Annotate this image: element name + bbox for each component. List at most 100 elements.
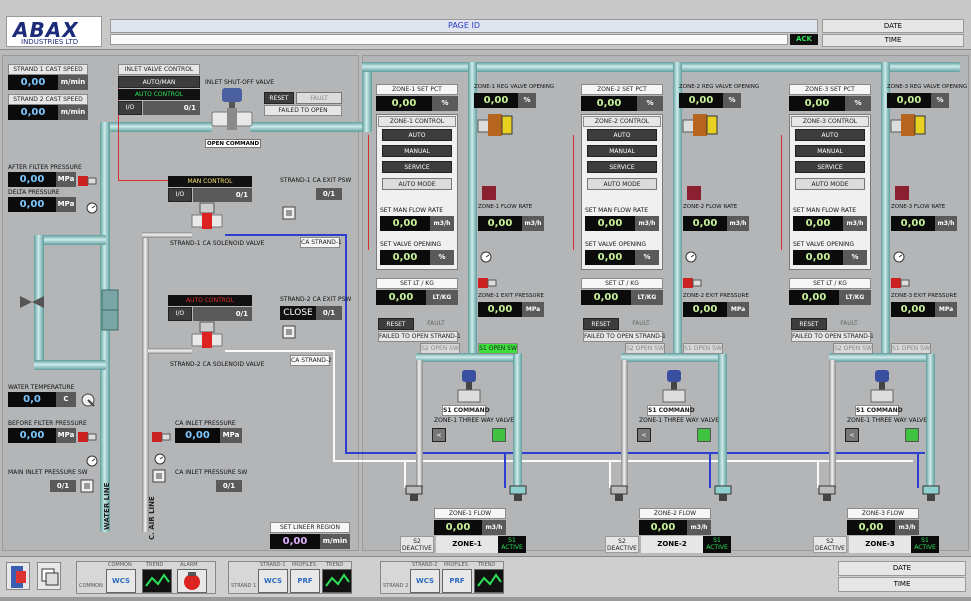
zone-reset-button[interactable]: RESET — [583, 318, 619, 330]
before-filter-value: 0,00 — [8, 428, 56, 443]
common-group-label: COMMON — [79, 583, 103, 589]
zone-reg-valve-value: 0,00 — [887, 93, 931, 108]
zone-lt-value[interactable]: 0,00 — [376, 290, 426, 305]
zone-three-way-right-button[interactable] — [697, 428, 711, 442]
zone-manual-button[interactable]: MANUAL — [382, 145, 452, 157]
zone-flow-label: ZONE-3 FLOW — [847, 508, 919, 519]
zone-set-pct-value[interactable]: 0,00 — [581, 96, 637, 111]
zone-fault-indicator: FAULT — [632, 320, 650, 327]
reg-valve-icon[interactable] — [682, 110, 719, 140]
zone-auto-button[interactable]: AUTO — [587, 129, 657, 141]
zone-flow-rate-value: 0,00 — [478, 216, 522, 231]
inlet-valve-ctrl-label: INLET VALVE CONTROL — [118, 64, 200, 75]
strand2-trend-button[interactable] — [474, 569, 504, 593]
zone-manual-button[interactable]: MANUAL — [587, 145, 657, 157]
active-label: ACTIVE — [501, 544, 523, 551]
s1-ca-exit-label: STRAND-1 CA EXIT PSW — [280, 177, 352, 184]
strand1-trend-button[interactable] — [322, 569, 352, 593]
zone-set-man-flow-label: SET MAN FLOW RATE — [793, 207, 857, 214]
reg-valve-icon[interactable] — [477, 110, 514, 140]
zone-service-button[interactable]: SERVICE — [587, 161, 657, 173]
inlet-io-button[interactable]: I/O — [118, 101, 142, 115]
zone-set-lt-label: SET LT / KG — [581, 278, 663, 289]
zone-lt-value[interactable]: 0,00 — [581, 290, 631, 305]
zone-exit-pressure-label: ZONE-2 EXIT PRESSURE — [683, 293, 749, 299]
strand1-prf-button[interactable]: PRF — [290, 569, 320, 593]
s1-solenoid-valve-icon[interactable] — [191, 202, 223, 231]
pressure-transmitter-icon — [891, 274, 910, 292]
three-way-valve-icon[interactable] — [659, 370, 689, 404]
zone-man-flow-unit: m3/h — [635, 216, 659, 231]
open-command-button[interactable]: OPEN COMMAND — [205, 139, 261, 148]
reg-valve-icon[interactable] — [890, 110, 927, 140]
ca-strand2-vert — [333, 350, 335, 462]
zone-man-flow-value[interactable]: 0,00 — [380, 216, 430, 231]
zone-flow-rate-label: ZONE-3 FLOW RATE — [891, 204, 946, 210]
strand1-wcs-button[interactable]: WCS — [258, 569, 288, 593]
zone-man-flow-value[interactable]: 0,00 — [585, 216, 635, 231]
zone-auto-button[interactable]: AUTO — [795, 129, 865, 141]
auto-man-button[interactable]: AUTO/MAN — [118, 76, 200, 88]
three-way-valve-icon[interactable] — [454, 370, 484, 404]
zone-auto-button[interactable]: AUTO — [382, 129, 452, 141]
zone-exit-pressure-value: 0,00 — [478, 302, 522, 317]
zone-supply-pipe — [468, 62, 477, 362]
zone-manual-button[interactable]: MANUAL — [795, 145, 865, 157]
inlet-reset-button[interactable]: RESET — [264, 92, 294, 104]
strand2-wcs-button[interactable]: WCS — [410, 569, 440, 593]
three-way-valve-icon[interactable] — [867, 370, 897, 404]
alarm-button[interactable] — [177, 569, 207, 593]
zone-service-button[interactable]: SERVICE — [795, 161, 865, 173]
inlet-shutoff-valve-icon[interactable] — [211, 88, 253, 134]
zone-man-flow-value[interactable]: 0,00 — [793, 216, 843, 231]
lineer-value[interactable]: 0,00 — [270, 534, 320, 549]
zone-set-lt-label: SET LT / KG — [376, 278, 458, 289]
zone-three-way-right-button[interactable] — [905, 428, 919, 442]
zone-set-pct-value[interactable]: 0,00 — [789, 96, 845, 111]
zone-reset-button[interactable]: RESET — [378, 318, 414, 330]
deactive-label: DEACTIVE — [402, 545, 432, 552]
gauge-icon — [86, 199, 98, 214]
zone-flow-value: 0,00 — [639, 520, 687, 535]
zone-set-valve-value[interactable]: 0,00 — [585, 250, 635, 265]
exit-icon[interactable] — [6, 562, 30, 590]
s2-close-status: CLOSE — [280, 306, 316, 320]
screen-switch-icon[interactable] — [37, 562, 61, 590]
strand2-prf-button[interactable]: PRF — [442, 569, 472, 593]
zone-service-button[interactable]: SERVICE — [382, 161, 452, 173]
zone-set-pct-label: ZONE-3 SET PCT — [789, 84, 871, 95]
zone-set-valve-value[interactable]: 0,00 — [380, 250, 430, 265]
zone-three-way-label: ZONE-1 THREE WAY VALVE — [639, 417, 720, 424]
zone-three-way-left-button[interactable]: < — [432, 428, 446, 442]
zone-three-way-left-button[interactable]: < — [637, 428, 651, 442]
footer-time: TIME — [838, 577, 966, 592]
s1-io-button[interactable]: I/O — [168, 188, 192, 202]
water-temp-label: WATER TEMPERATURE — [8, 384, 75, 391]
zone-reset-button[interactable]: RESET — [791, 318, 827, 330]
common-wcs-button[interactable]: WCS — [106, 569, 136, 593]
zone-set-pct-value[interactable]: 0,00 — [376, 96, 432, 111]
zone-three-way-right-button[interactable] — [492, 428, 506, 442]
zone-reg-valve-label: ZONE-2 REG VALVE OPENING — [679, 84, 760, 90]
air-line-label: C. AIR LINE — [148, 496, 156, 540]
zone-s1-command[interactable]: S1 COMMAND — [442, 405, 490, 416]
zone-s1-command[interactable]: S1 COMMAND — [855, 405, 903, 416]
zone-air-s1 — [504, 454, 506, 488]
zone-flow-rate-value: 0,00 — [683, 216, 727, 231]
zone-s1-command[interactable]: S1 COMMAND — [647, 405, 695, 416]
spray-nozzle-s2-icon — [817, 485, 837, 502]
zone-three-way-left-button[interactable]: < — [845, 428, 859, 442]
zone-set-valve-value[interactable]: 0,00 — [793, 250, 843, 265]
ack-button[interactable]: ACK — [790, 34, 818, 45]
s2-solenoid-label: STRAND-2 CA SOLENOID VALVE — [170, 361, 265, 368]
s2-io-button[interactable]: I/O — [168, 307, 192, 321]
zone-s1-pipe — [513, 353, 522, 488]
date-display: DATE — [822, 19, 964, 33]
common-trend-button[interactable] — [142, 569, 172, 593]
s2-solenoid-valve-icon[interactable] — [191, 321, 223, 350]
zone-set-man-flow-label: SET MAN FLOW RATE — [380, 207, 444, 214]
zone-name: ZONE-2 — [641, 536, 703, 553]
zone-lt-value[interactable]: 0,00 — [789, 290, 839, 305]
